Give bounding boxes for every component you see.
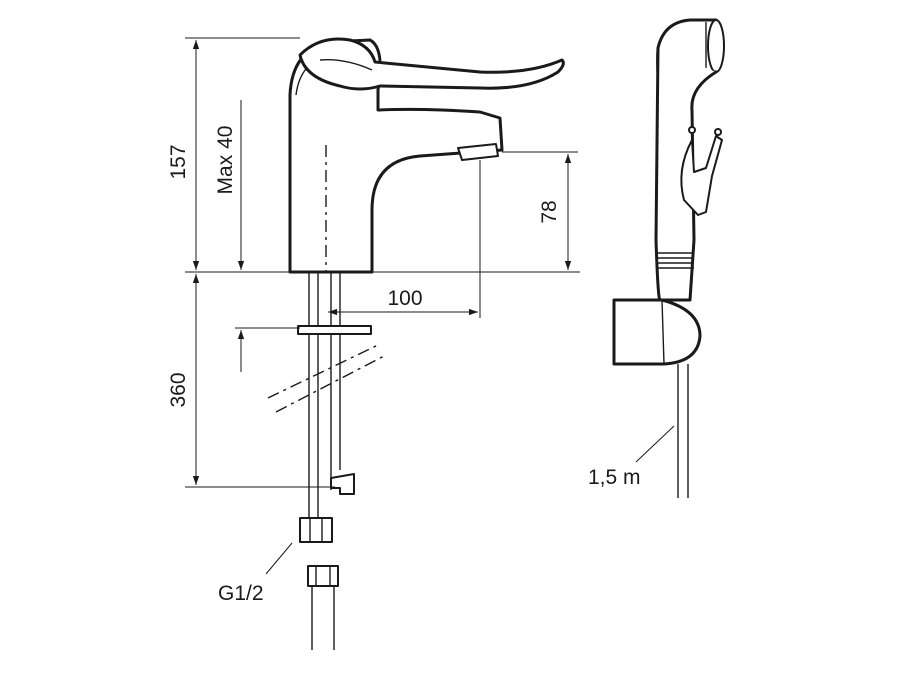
lever-handle	[298, 37, 565, 91]
dimension-total-height: 157	[167, 37, 300, 270]
hand-shower: 1,5 m	[588, 18, 725, 498]
dimension-spout-height: 78	[502, 151, 578, 270]
dimension-label-157: 157	[167, 144, 190, 179]
dimension-label-100: 100	[387, 287, 422, 310]
thread-label: G1/2	[218, 582, 264, 605]
dimension-reach: 100	[328, 160, 481, 318]
dimension-label-78: 78	[538, 200, 561, 223]
shower-hose-label: 1,5 m	[588, 466, 641, 489]
dimension-max-deck: Max 40	[214, 100, 300, 372]
thread-callout: G1/2	[218, 542, 293, 605]
dimension-hose-length: 360	[167, 274, 335, 488]
dimension-label-max40: Max 40	[214, 126, 237, 195]
dimension-label-360: 360	[167, 372, 190, 407]
supply-pipes	[267, 272, 385, 650]
